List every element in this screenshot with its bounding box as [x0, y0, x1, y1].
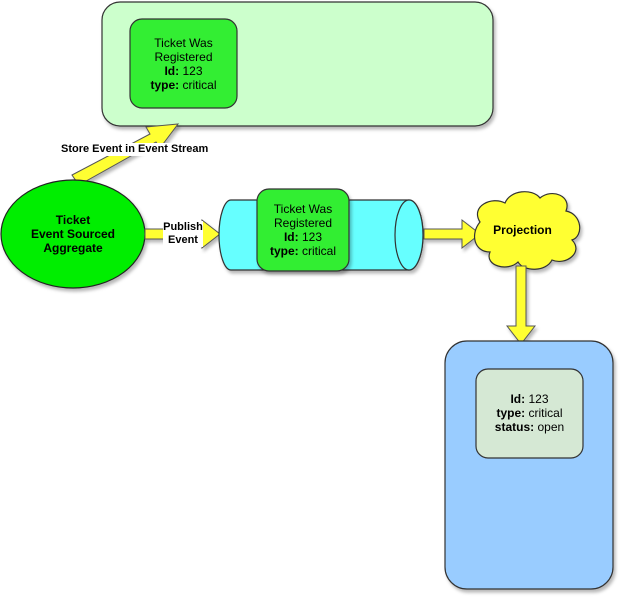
- record-id-label: Id:: [510, 392, 526, 406]
- publish-label-line-1: Publish: [163, 221, 203, 233]
- published-event-type: type: critical: [257, 244, 349, 258]
- publish-event-edge-label: Publish Event: [163, 221, 203, 247]
- published-event-card[interactable]: [256, 188, 350, 272]
- published-event-id: Id: 123: [257, 230, 349, 244]
- stored-event-type: type: critical: [130, 78, 237, 92]
- bus-to-projection-arrow[interactable]: [423, 218, 481, 250]
- aggregate-label-line-3: Aggregate: [43, 241, 103, 255]
- published-event-text: Ticket Was Registered Id: 123 type: crit…: [257, 202, 349, 258]
- stored-event-id: Id: 123: [130, 64, 237, 78]
- published-event-id-label: Id:: [283, 230, 299, 244]
- aggregate-label-line-2: Event Sourced: [30, 227, 116, 241]
- record-id-value: 123: [528, 392, 549, 406]
- stored-event-id-label: Id:: [164, 64, 180, 78]
- stored-event-type-value: critical: [182, 78, 217, 92]
- stored-event-title-line-1: Ticket Was: [154, 36, 213, 50]
- store-event-edge-label: Store Event in Event Stream: [60, 143, 210, 156]
- stored-event-title-line-2: Registered: [154, 50, 213, 64]
- read-model-record-text: Id: 123 type: critical status: open: [476, 392, 583, 434]
- publish-label-line-2: Event: [168, 234, 198, 246]
- published-event-title-line-2: Registered: [273, 216, 333, 230]
- projection-to-readmodel-arrow[interactable]: [505, 265, 537, 345]
- stored-event-text: Ticket Was Registered Id: 123 type: crit…: [130, 36, 237, 92]
- record-type-label: type:: [496, 406, 526, 420]
- record-status-value: open: [537, 420, 565, 434]
- published-event-type-label: type:: [269, 244, 299, 258]
- projection-cloud[interactable]: [473, 191, 581, 270]
- record-id: Id: 123: [476, 392, 583, 406]
- record-type-value: critical: [528, 406, 563, 420]
- published-event-id-value: 123: [301, 230, 323, 244]
- record-status: status: open: [476, 420, 583, 434]
- stored-event-id-value: 123: [182, 64, 203, 78]
- read-model-record-card[interactable]: [475, 368, 584, 459]
- stored-event-type-label: type:: [150, 78, 180, 92]
- record-type: type: critical: [476, 406, 583, 420]
- aggregate-label-line-1: Ticket: [55, 213, 91, 227]
- stored-event-card[interactable]: [129, 18, 238, 109]
- projection-label: Projection: [493, 223, 552, 237]
- published-event-title-line-1: Ticket Was: [273, 202, 333, 216]
- published-event-type-value: critical: [302, 244, 337, 258]
- aggregate-text: Ticket Event Sourced Aggregate: [1, 213, 145, 255]
- record-status-label: status:: [494, 420, 535, 434]
